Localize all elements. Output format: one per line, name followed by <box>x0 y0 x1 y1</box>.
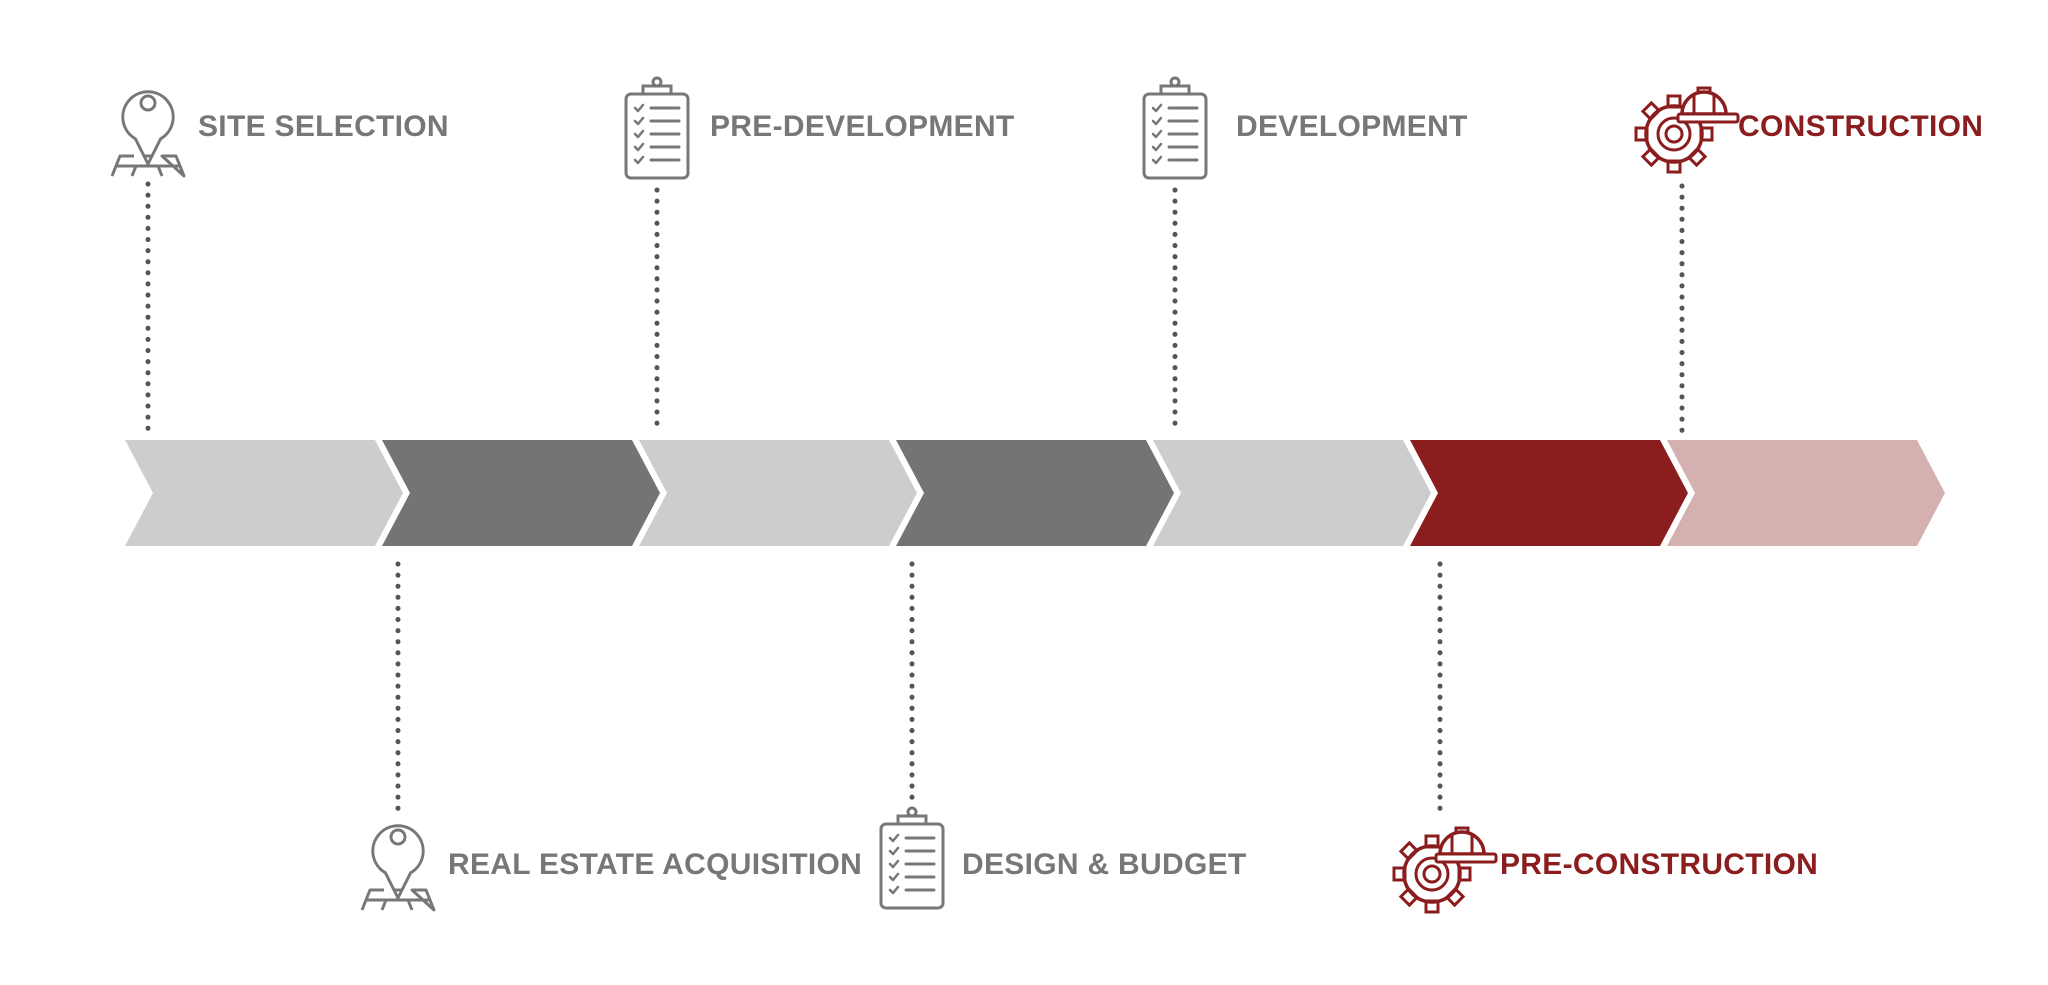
clipboard-checklist-icon <box>624 76 690 180</box>
chevron-segment-7 <box>1667 440 1945 546</box>
chevron-segment-6 <box>1410 440 1688 546</box>
clipboard-checklist-icon <box>1142 76 1208 180</box>
map-pin-icon <box>110 90 186 178</box>
milestone-label-construction: CONSTRUCTION <box>1738 110 1983 143</box>
clipboard-checklist-icon <box>879 806 945 910</box>
milestone-label-site-selection: SITE SELECTION <box>198 110 449 143</box>
milestones: SITE SELECTION REAL ESTATE ACQUISITION PRE… <box>110 76 1983 914</box>
chevron-segment-5 <box>1153 440 1431 546</box>
milestone-label-development: DEVELOPMENT <box>1236 110 1468 143</box>
milestone-label-pre-construction: PRE-CONSTRUCTION <box>1500 848 1818 881</box>
chevron-segment-4 <box>896 440 1174 546</box>
gear-hardhat-icon <box>1392 826 1498 914</box>
chevron-segment-3 <box>639 440 917 546</box>
chevron-band <box>125 440 1945 546</box>
chevron-segment-2 <box>382 440 660 546</box>
connector-lines <box>145 181 1685 815</box>
milestone-label-pre-development: PRE-DEVELOPMENT <box>710 110 1015 143</box>
milestone-label-design-and-budget: DESIGN & BUDGET <box>962 848 1247 881</box>
map-pin-icon <box>360 824 436 912</box>
chevron-segment-1 <box>125 440 403 546</box>
gear-hardhat-icon <box>1634 86 1740 174</box>
milestone-label-real-estate-acquisition: REAL ESTATE ACQUISITION <box>448 848 862 881</box>
